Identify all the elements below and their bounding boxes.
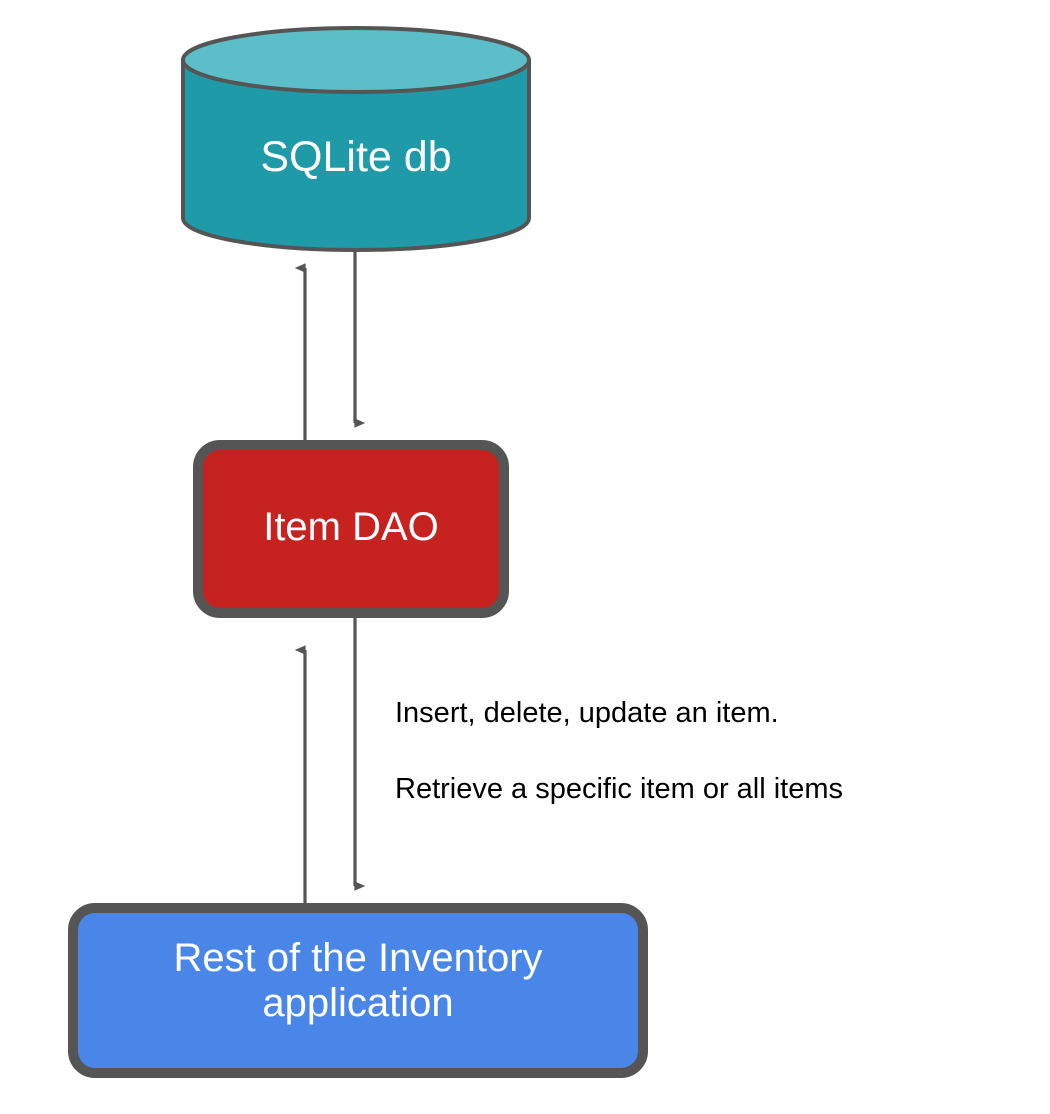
item-dao-box (193, 440, 509, 618)
rest-of-app-label: Rest of the Inventory application (173, 936, 543, 1025)
cylinder-top-face (181, 26, 531, 94)
item-dao-label: Item DAO (263, 505, 439, 549)
sqlite-db-label: SQLite db (260, 133, 452, 181)
node-rest-of-app[interactable] (68, 903, 648, 1078)
edge-annotation-line-2: Retrieve a specific item or all items (395, 773, 844, 805)
edge-annotation-line-1: Insert, delete, update an item. (395, 697, 779, 729)
rest-of-app-box (68, 903, 648, 1078)
cylinder-body (181, 58, 531, 252)
node-sqlite-db[interactable] (181, 26, 531, 252)
node-item-dao[interactable] (193, 440, 509, 618)
